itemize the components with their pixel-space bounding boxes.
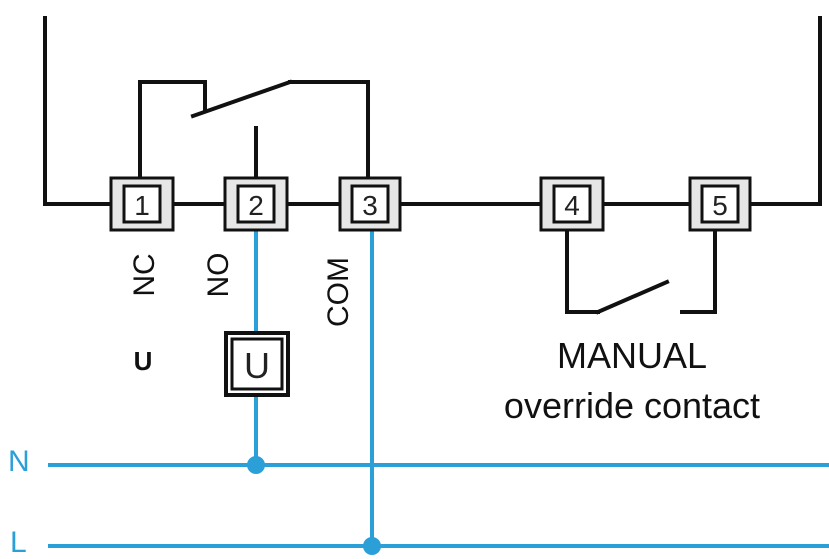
manual-contact-right-lead — [680, 228, 717, 314]
live-line-label: L — [10, 526, 27, 559]
load-side-label: U — [134, 346, 153, 376]
terminal-2-function-label: NO — [202, 253, 235, 298]
terminal-3-number: 3 — [362, 190, 378, 221]
supply-wiring — [48, 230, 829, 548]
nc-lead — [138, 80, 207, 180]
terminal-3-function-label: COM — [322, 257, 355, 327]
load-box: U — [224, 331, 290, 397]
neutral-line-label: N — [8, 445, 30, 478]
terminal-5-number: 5 — [712, 190, 728, 221]
terminal-4-number: 4 — [564, 190, 580, 221]
manual-contact-title: MANUAL — [557, 335, 707, 376]
control-wiring — [43, 16, 822, 315]
terminal-3: 3 — [338, 176, 402, 232]
changeover-blade — [190, 79, 293, 119]
terminal-5: 5 — [688, 176, 752, 232]
load-box-label: U — [244, 345, 270, 386]
terminal-1-number: 1 — [134, 190, 150, 221]
manual-contact-left-lead — [565, 228, 600, 314]
terminal-1: 1 — [109, 176, 175, 232]
terminal-4: 4 — [539, 176, 605, 232]
right-outer-wire — [748, 16, 822, 206]
manual-contact-subtitle: override contact — [504, 385, 760, 426]
terminal-2: 2 — [223, 176, 289, 232]
live-junction-dot — [363, 537, 381, 555]
left-outer-wire — [43, 16, 113, 206]
com-lead — [288, 80, 370, 180]
terminal-2-number: 2 — [248, 190, 264, 221]
neutral-junction-dot — [247, 456, 265, 474]
terminal-1-function-label: NC — [128, 253, 161, 296]
manual-contact-blade — [595, 279, 670, 315]
